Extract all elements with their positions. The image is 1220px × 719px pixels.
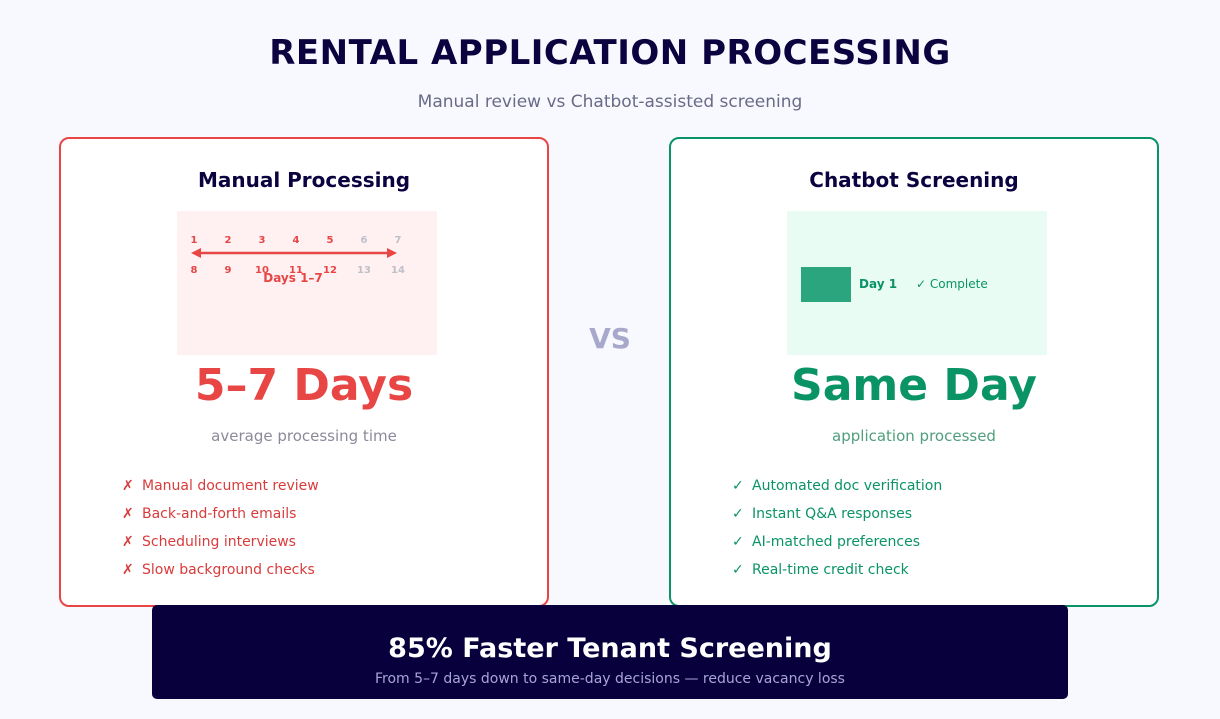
calendar-day: 7: [394, 235, 402, 246]
page-subtitle: Manual review vs Chatbot-assisted screen…: [417, 92, 803, 112]
calendar-caption: Days 1–7: [263, 271, 323, 285]
list-item: ✗ Slow background checks: [122, 560, 319, 588]
cross-icon: ✗: [122, 506, 134, 522]
day-label: Day 1: [859, 277, 898, 291]
list-item: ✗ Manual document review: [122, 476, 319, 504]
cross-icon: ✗: [122, 534, 134, 550]
calendar-day: 9: [224, 265, 232, 276]
check-icon: ✓: [732, 478, 744, 494]
list-item: ✓ Automated doc verification: [732, 476, 942, 504]
chatbot-screening-card: Chatbot Screening Day 1 ✓ Complete Same …: [669, 137, 1159, 607]
vs-label: VS: [589, 322, 631, 355]
calendar-day: 1: [190, 235, 198, 246]
calendar-day: 11: [289, 265, 303, 276]
chatbot-day-visual: Day 1 ✓ Complete: [787, 211, 1047, 355]
manual-calendar-visual: 1 2 3 4 5 6 7 8 9 10 11 12 13 14 Days 1–…: [177, 211, 437, 355]
check-icon: ✓: [732, 506, 744, 522]
chatbot-feature-list: ✓ Automated doc verification ✓ Instant Q&A…: [732, 476, 942, 588]
list-item: ✓ Instant Q&A responses: [732, 504, 942, 532]
complete-status: ✓ Complete: [916, 277, 988, 291]
page-title: RENTAL APPLICATION PROCESSING: [269, 33, 951, 73]
calendar-day: 4: [292, 235, 300, 246]
calendar-day: 5: [326, 235, 334, 246]
list-item-label: Automated doc verification: [752, 478, 943, 494]
calendar-day: 13: [357, 265, 371, 276]
list-item-label: AI-matched preferences: [752, 534, 921, 550]
chatbot-headline: Same Day: [791, 360, 1037, 411]
check-icon: ✓: [732, 534, 744, 550]
list-item-label: Back-and-forth emails: [142, 506, 297, 522]
check-icon: ✓: [732, 562, 744, 578]
calendar-day: 8: [190, 265, 198, 276]
list-item-label: Manual document review: [142, 478, 319, 494]
summary-banner: 85% Faster Tenant Screening From 5–7 day…: [152, 605, 1068, 699]
chatbot-card-title: Chatbot Screening: [809, 168, 1019, 192]
banner-subtitle: From 5–7 days down to same-day decisions…: [375, 671, 845, 687]
calendar-day: 3: [258, 235, 266, 246]
manual-headline: 5–7 Days: [194, 360, 414, 411]
calendar-day: 14: [391, 265, 405, 276]
list-item-label: Instant Q&A responses: [752, 506, 913, 522]
banner-title: 85% Faster Tenant Screening: [388, 633, 832, 664]
cross-icon: ✗: [122, 478, 134, 494]
day-progress-bar: [801, 267, 851, 302]
manual-processing-card: Manual Processing 1 2 3 4 5 6 7 8 9 10 1…: [59, 137, 549, 607]
list-item-label: Real-time credit check: [752, 562, 909, 578]
calendar-day: 12: [323, 265, 337, 276]
chatbot-caption: application processed: [832, 427, 996, 445]
list-item: ✓ Real-time credit check: [732, 560, 942, 588]
calendar-day: 2: [224, 235, 232, 246]
calendar-day: 6: [360, 235, 368, 246]
manual-feature-list: ✗ Manual document review ✗ Back-and-forth …: [122, 476, 319, 588]
manual-caption: average processing time: [211, 427, 397, 445]
manual-card-title: Manual Processing: [197, 168, 411, 192]
double-arrow-icon: [191, 248, 397, 258]
calendar-day: 10: [255, 265, 269, 276]
list-item: ✗ Scheduling interviews: [122, 532, 319, 560]
list-item-label: Scheduling interviews: [142, 534, 296, 550]
cross-icon: ✗: [122, 562, 134, 578]
list-item: ✓ AI-matched preferences: [732, 532, 942, 560]
list-item-label: Slow background checks: [142, 562, 315, 578]
list-item: ✗ Back-and-forth emails: [122, 504, 319, 532]
